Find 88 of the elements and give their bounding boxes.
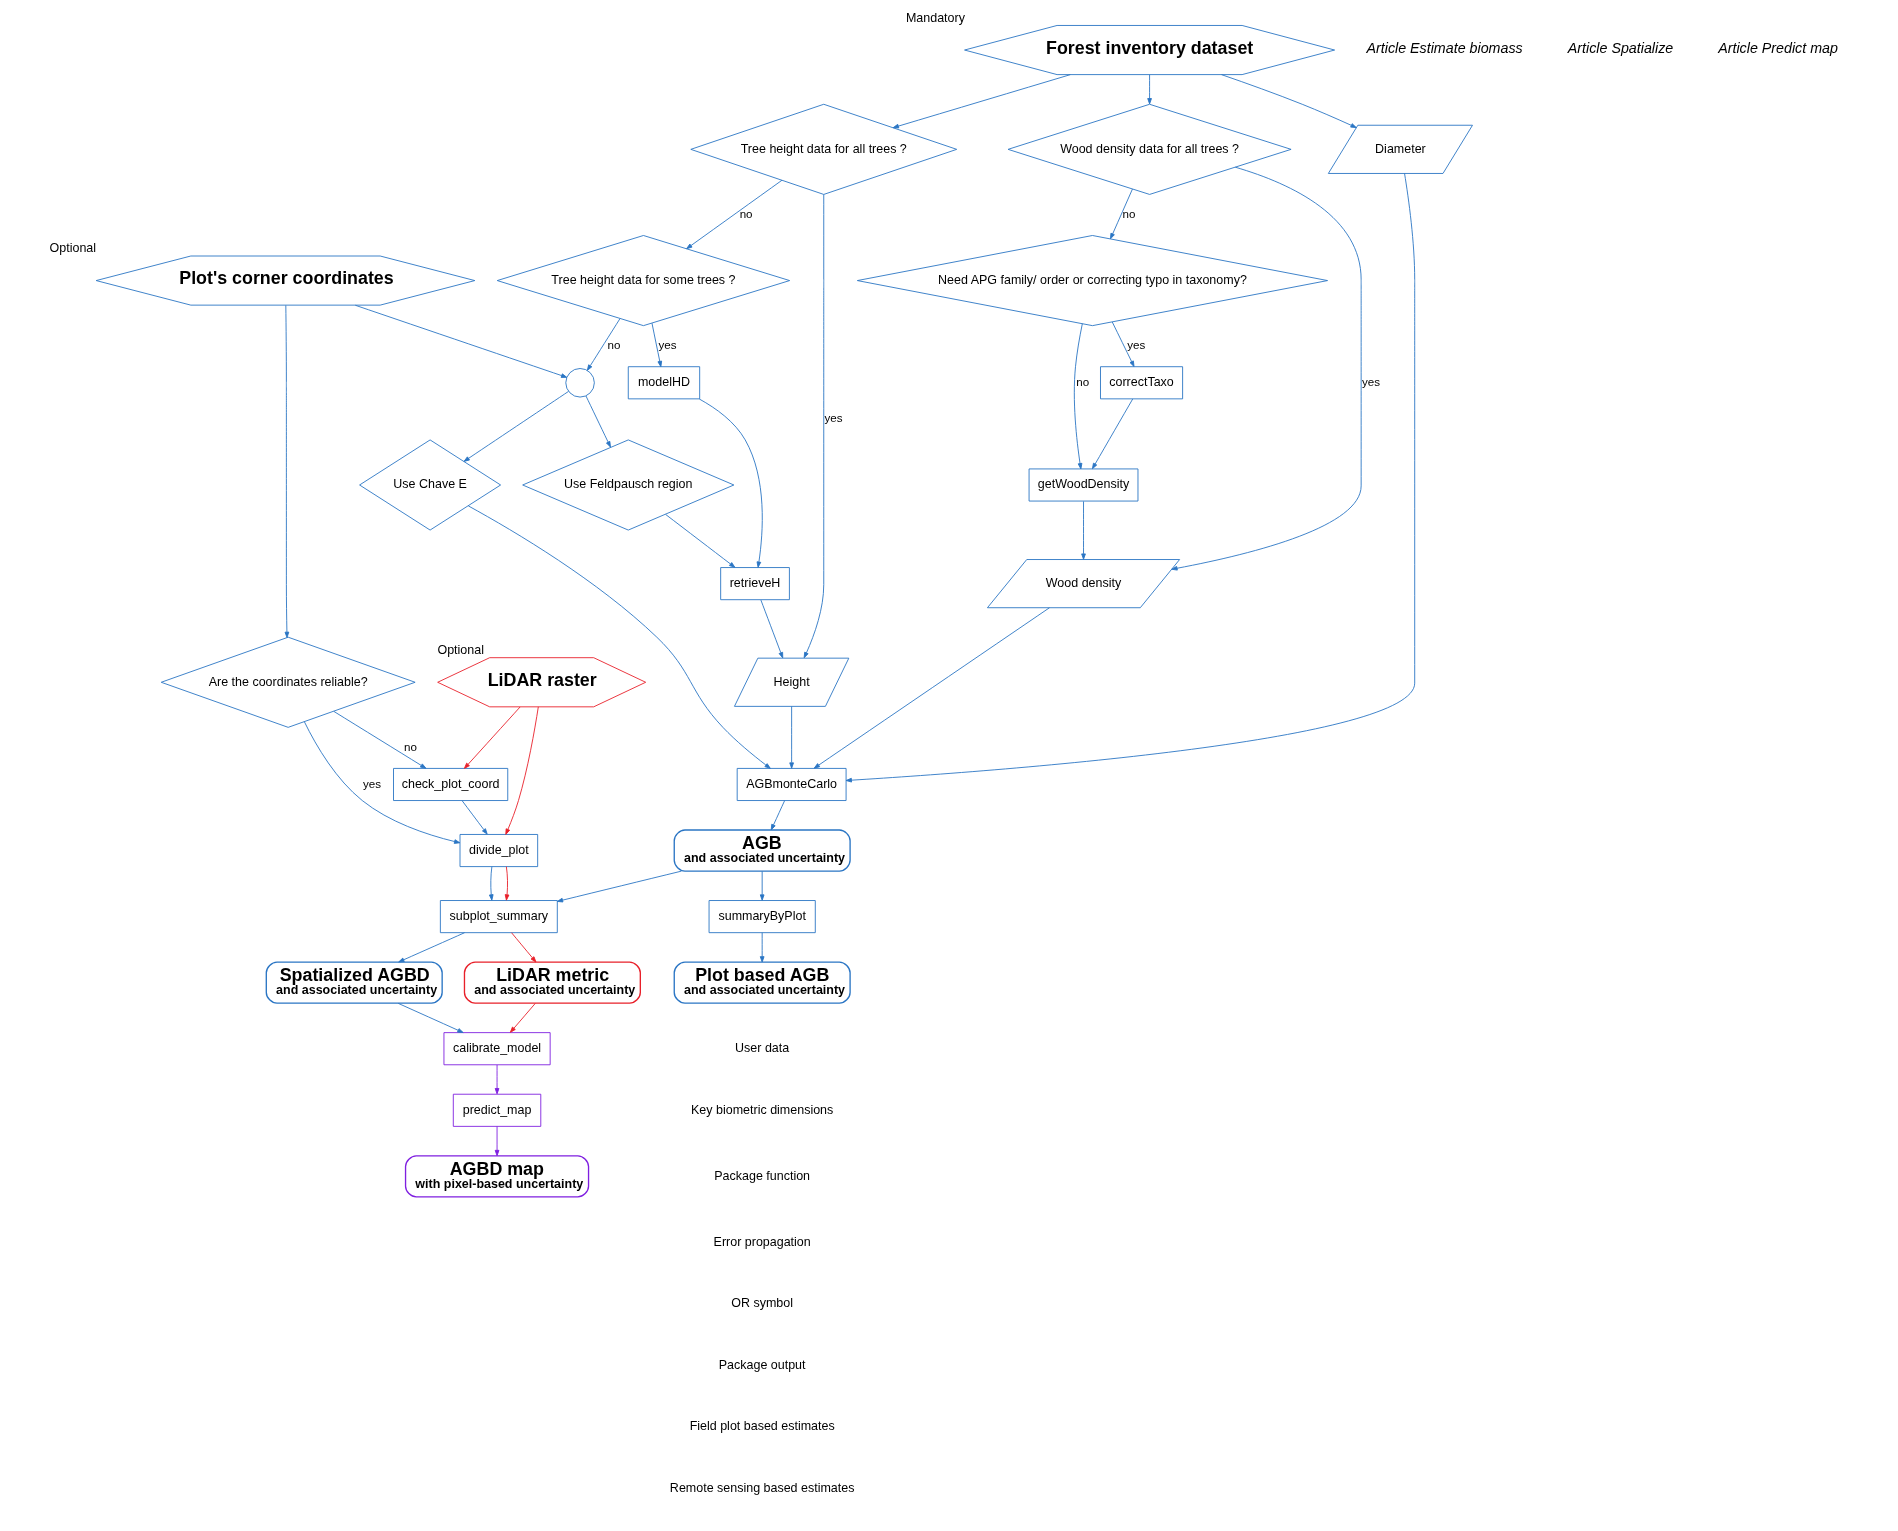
arrow: [510, 932, 536, 963]
arrow: [664, 513, 735, 568]
node-box: Plot based AGB and associated uncertainty: [673, 961, 851, 1004]
node-box: retrieveH: [719, 567, 790, 601]
node-diamond: Use Chave E: [358, 439, 501, 531]
legend-label: Key biometric dimensions: [690, 1102, 833, 1117]
arrow: [467, 505, 771, 769]
node-diamond: Tree height data for all trees ?: [689, 103, 957, 195]
arrow: [463, 706, 521, 769]
arrow: [284, 304, 289, 638]
arrow: [354, 304, 567, 378]
arrow: [1073, 323, 1083, 470]
label: Article Spatialize: [1567, 39, 1673, 56]
arrow: [1220, 74, 1357, 129]
node-diamond: Are the coordinates reliable?: [160, 636, 416, 728]
node-box: AGBD map with pixel-based uncertainty: [404, 1155, 589, 1198]
arrow: [1109, 188, 1133, 240]
arrow: [813, 607, 1050, 769]
legend-label: Error propagation: [713, 1234, 811, 1249]
arrow: [1170, 166, 1362, 571]
edge-label: yes: [658, 338, 677, 352]
arrow: [463, 390, 569, 462]
arrow: [759, 599, 783, 659]
arrow: [1146, 74, 1152, 105]
node-box: AGBmonteCarlo: [736, 767, 847, 801]
node-box: predict_map: [452, 1093, 541, 1127]
label: Article Estimate biomass: [1366, 39, 1523, 56]
legend-label: Package function: [713, 1168, 810, 1183]
arrow: [759, 932, 764, 963]
node-diamond: Wood density data for all trees ?: [1007, 103, 1292, 195]
arrow: [332, 710, 426, 769]
legend-label: User data: [734, 1041, 789, 1056]
edge-label: yes: [1126, 338, 1145, 352]
node-label: Optional: [49, 241, 96, 256]
edge-label: no: [607, 338, 620, 352]
arrow: [504, 866, 509, 901]
label: Article Predict map: [1717, 39, 1838, 56]
arrow: [685, 179, 782, 250]
arrow: [845, 173, 1415, 783]
arrow: [892, 74, 1071, 129]
node-box: Spatialized AGBD and associated uncertainty: [265, 961, 443, 1004]
node-diamond: Need APG family/ order or correcting typo in taxonomy?: [856, 235, 1328, 327]
node-box: AGB and associated uncertainty: [673, 829, 851, 872]
arrow: [397, 1002, 464, 1033]
arrow: [1111, 321, 1134, 367]
edge-label: no: [1075, 374, 1089, 388]
arrow: [461, 800, 488, 835]
arrow: [504, 706, 539, 835]
arrow: [397, 932, 465, 963]
node-box: calibrate_model: [443, 1032, 551, 1066]
node-box: modelHD: [627, 366, 700, 400]
edge-label: no: [739, 207, 753, 220]
node-box: getWoodDensity: [1028, 468, 1138, 502]
arrow: [1091, 398, 1133, 470]
arrow: [803, 194, 824, 659]
arrow: [494, 1064, 499, 1095]
node-label: Mandatory: [905, 10, 965, 25]
node-box: check_plot_coord: [392, 767, 508, 801]
legend-label: OR symbol: [730, 1296, 793, 1311]
node-box: divide_plot: [459, 834, 538, 868]
edge-label: yes: [824, 411, 843, 425]
arrow: [770, 800, 785, 831]
arrow: [1080, 501, 1086, 560]
arrow: [585, 395, 611, 448]
edge-label: yes: [362, 776, 381, 790]
arrow: [303, 721, 460, 844]
node-box: summaryByPlot: [708, 900, 816, 934]
arrow: [759, 870, 764, 901]
arrow: [586, 318, 620, 371]
node-diamond: Tree height data for some trees ?: [496, 235, 790, 327]
arrow: [494, 1125, 499, 1157]
legend-label: Package output: [718, 1357, 806, 1372]
node-label: Optional: [436, 643, 484, 658]
arrow: [651, 322, 662, 368]
arrow: [788, 706, 794, 769]
arrow: [509, 1003, 536, 1033]
node-circle: [564, 368, 595, 398]
arrow: [556, 870, 682, 903]
edge-label: no: [403, 739, 417, 753]
arrow: [698, 398, 763, 568]
node-box: subplot_summary: [439, 900, 558, 934]
edge-label: yes: [1361, 374, 1380, 388]
node-box: correctTaxo: [1099, 366, 1183, 400]
legend-label: Field plot based estimates: [689, 1419, 835, 1434]
node-box: LiDAR metric and associated uncertainty: [463, 961, 641, 1004]
arrow: [488, 866, 494, 901]
edge-label: no: [1122, 207, 1136, 220]
legend-label: Remote sensing based estimates: [669, 1481, 854, 1496]
